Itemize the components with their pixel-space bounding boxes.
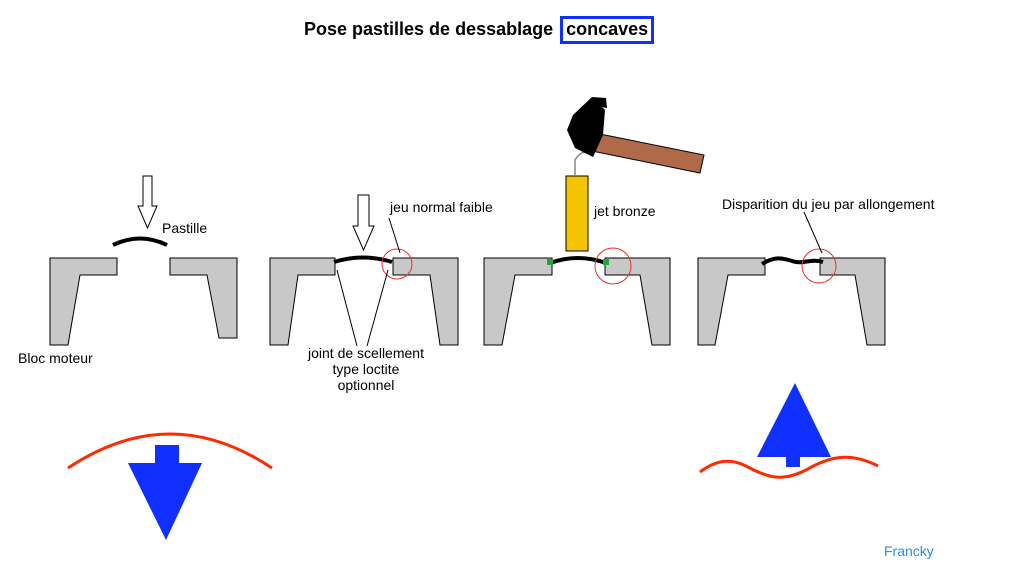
engine-block-left: [269, 257, 336, 346]
gap-circle: [801, 248, 837, 284]
red-wave: [699, 455, 879, 479]
step-3: [483, 97, 705, 346]
joint-seal-right: [603, 259, 609, 265]
pastille-plug: [760, 256, 824, 266]
pressure-illustration-up: [699, 383, 879, 479]
pastille-plug: [549, 256, 607, 265]
blue-up-arrow-icon: [757, 383, 831, 467]
engine-block-left: [697, 257, 766, 346]
joint-seal-left: [547, 259, 553, 265]
title-highlight: concaves: [560, 16, 655, 44]
page-title: Pose pastilles de dessablage concaves: [304, 16, 655, 44]
hollow-down-arrow-icon: [352, 194, 375, 252]
pastille-plug: [333, 255, 393, 264]
title-prefix: Pose pastilles de dessablage: [304, 19, 554, 39]
pressure-illustration-down: [67, 432, 273, 540]
disparition-pointer: [803, 211, 823, 254]
label-joint-line2: type loctite: [332, 361, 400, 377]
engine-block-right: [169, 257, 238, 339]
joint-pointer-left: [336, 269, 358, 347]
hammer-icon: [567, 97, 705, 176]
engine-block-right: [819, 257, 886, 346]
step-4: [697, 211, 886, 346]
label-pastille: Pastille: [162, 220, 208, 236]
joint-pointer-right: [366, 269, 389, 347]
label-bloc-moteur: Bloc moteur: [18, 350, 93, 366]
red-arc: [67, 432, 273, 470]
label-jet-bronze: jet bronze: [594, 203, 656, 219]
pastille-plug: [112, 236, 168, 247]
label-joint: joint de scellement type loctite optionn…: [296, 345, 436, 393]
step-1: [49, 175, 238, 346]
label-disparition: Disparition du jeu par allongement: [722, 196, 935, 212]
engine-block-right: [392, 257, 459, 346]
engine-block-left: [483, 257, 553, 346]
label-joint-line3: optionnel: [337, 377, 395, 393]
engine-block-right: [604, 257, 671, 346]
gap-circle: [594, 247, 632, 285]
engine-block-left: [49, 257, 118, 346]
jeu-pointer: [388, 217, 401, 254]
label-joint-line1: joint de scellement: [308, 345, 424, 361]
bronze-drift: [565, 175, 589, 252]
gap-circle: [381, 248, 413, 280]
label-jeu-normal: jeu normal faible: [390, 199, 493, 215]
hollow-down-arrow-icon: [137, 175, 158, 230]
author-signature: Francky: [884, 543, 934, 559]
step-2: [269, 194, 459, 347]
blue-down-arrow-icon: [128, 445, 202, 540]
